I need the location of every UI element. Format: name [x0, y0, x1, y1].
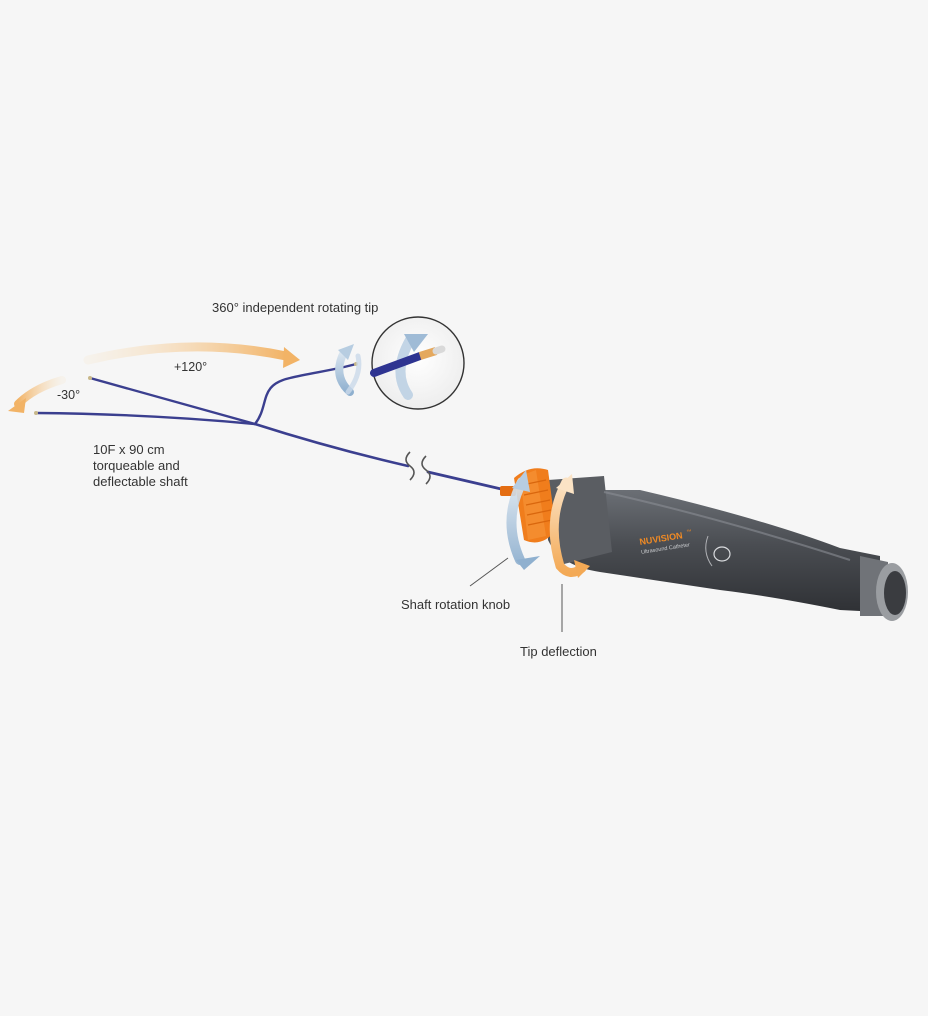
- shaft-spec-label: 10F x 90 cm torqueable and deflectable s…: [93, 442, 253, 490]
- shaft-spec-line: 10F x 90 cm: [93, 442, 165, 457]
- brand-trademark: ™: [686, 529, 692, 536]
- rotating-tip-label: 360° independent rotating tip: [212, 300, 379, 315]
- tip-deflection-arrow-icon: [549, 474, 590, 578]
- minus-angle-label: -30°: [57, 388, 81, 402]
- knob-rotation-arrow-icon: [506, 470, 540, 570]
- tip-deflection-label: Tip deflection: [520, 644, 597, 659]
- knob-leader-line: [469, 557, 509, 587]
- shaft-spec-line: deflectable shaft: [93, 474, 188, 489]
- plus-120-arrow: [83, 342, 300, 368]
- shaft-break-icon: [405, 451, 431, 485]
- shaft-spec-line: torqueable and: [93, 458, 180, 473]
- logo-mark-icon: [713, 546, 731, 562]
- tip-zoom-inset: [370, 316, 465, 410]
- rotation-knob-label: Shaft rotation knob: [401, 597, 511, 612]
- tip-rotation-arrow-icon: [335, 344, 362, 396]
- minus-30-arrow: [8, 376, 66, 413]
- catheter-handle: [548, 476, 908, 621]
- plus-angle-label: +120°: [174, 360, 208, 374]
